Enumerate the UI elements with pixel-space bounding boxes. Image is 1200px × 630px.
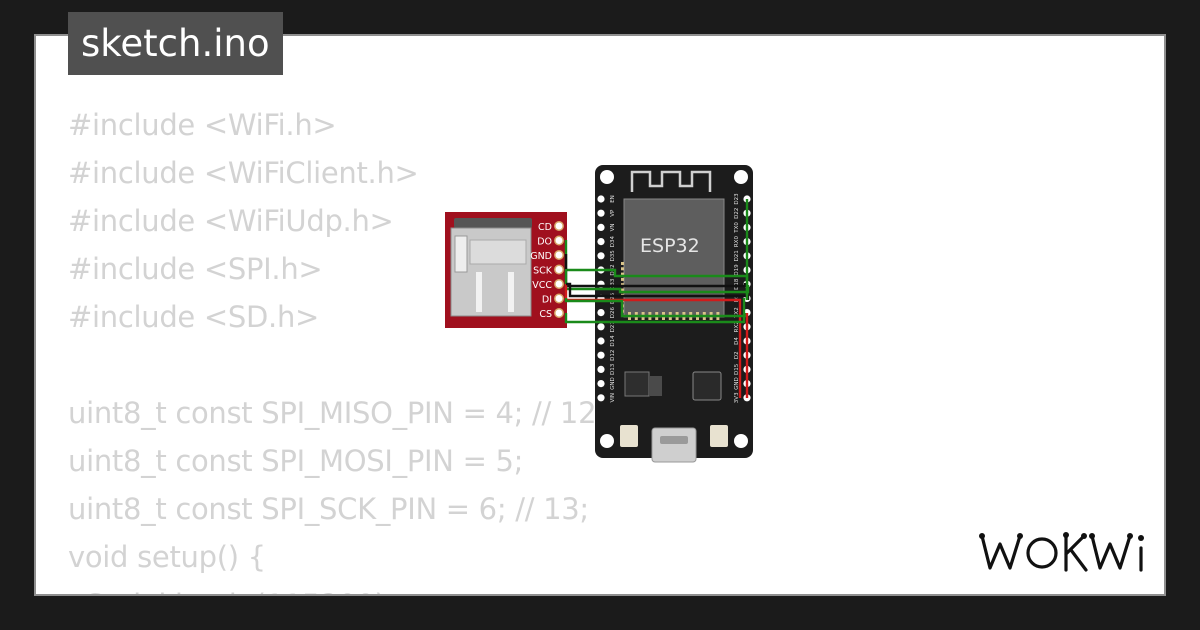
esp32-pin-vp[interactable] — [597, 209, 605, 217]
esp32-label: ESP32 — [640, 235, 700, 257]
module-pad — [621, 272, 624, 276]
esp32-pin-d26[interactable] — [597, 309, 605, 317]
esp32-pin-vn[interactable] — [597, 223, 605, 231]
module-pad — [621, 288, 624, 292]
usb-port-slot — [660, 436, 688, 444]
code-line: uint8_t const SPI_MOSI_PIN = 5; — [68, 444, 524, 478]
esp32-pin-label: D13 — [610, 363, 616, 375]
mount-hole — [734, 434, 748, 448]
module-pad — [621, 262, 624, 265]
esp32-pin-d27[interactable] — [597, 323, 605, 331]
esp32-pin-label: TX2 — [734, 307, 740, 319]
sd-contact — [476, 272, 482, 312]
esp32-pin-label: VP — [610, 209, 616, 217]
sd-pin-di[interactable] — [554, 293, 564, 304]
usb-chip — [692, 371, 722, 401]
sd-pin-label: DI — [542, 295, 552, 306]
esp32-pin-label: D19 — [734, 264, 740, 276]
esp32-board[interactable]: ESP32 ENVPVND34D35D32D33D25D26D27D14D12D… — [595, 165, 753, 463]
esp32-pin-label: TX0 — [734, 222, 740, 234]
sd-contact — [508, 272, 514, 312]
esp32-pin-label: D22 — [734, 208, 740, 219]
esp32-pin-label: D27 — [610, 321, 616, 333]
esp32-pin-d13[interactable] — [597, 365, 605, 373]
wifi-antenna-icon — [630, 170, 712, 192]
mount-hole — [734, 170, 748, 184]
esp32-pin-label: D4 — [734, 337, 740, 345]
sd-pin-label: CS — [539, 309, 552, 320]
code-line: #include <SPI.h> — [68, 252, 323, 286]
module-pad — [621, 283, 624, 287]
card-bottom-edge — [0, 596, 1200, 630]
esp32-pin-d14[interactable] — [597, 337, 605, 345]
esp32-pin-label: D34 — [610, 235, 616, 247]
code-line: uint8_t const SPI_MISO_PIN = 4; // 12; — [68, 396, 606, 430]
sd-pin-do[interactable] — [554, 235, 564, 246]
code-line: void setup() { — [68, 540, 266, 574]
sd-pin-vcc[interactable] — [554, 279, 564, 289]
usb-port-icon — [651, 427, 697, 463]
code-line: #include <WiFiUdp.h> — [68, 204, 394, 238]
sd-pin-cd[interactable] — [554, 221, 564, 231]
esp32-pin-label: D25 — [610, 292, 616, 304]
regulator-tab — [650, 376, 662, 396]
esp32-pin-label: D35 — [610, 250, 616, 262]
esp32-pin-label: D21 — [734, 250, 740, 261]
file-name-tab[interactable]: sketch.ino — [68, 12, 283, 75]
esp32-pin-d12[interactable] — [597, 351, 605, 359]
esp32-pin-label: RX2 — [734, 321, 740, 332]
code-line: #include <WiFiClient.h> — [68, 156, 419, 190]
voltage-regulator — [624, 371, 650, 397]
sd-pin-gnd[interactable] — [554, 250, 564, 260]
esp32-pin-label: D33 — [610, 278, 616, 290]
sd-pin-label: GND — [530, 251, 552, 262]
esp32-pin-label: VN — [610, 223, 616, 231]
esp32-pin-gnd[interactable] — [597, 380, 605, 388]
esp32-pin-label: VIN — [610, 393, 616, 403]
sd-card — [469, 239, 527, 265]
mount-hole — [600, 434, 614, 448]
esp32-pin-label: D14 — [610, 335, 616, 347]
code-line: #include <WiFi.h> — [68, 108, 337, 142]
esp32-pin-label: GND — [734, 377, 740, 390]
card-border-bottom — [34, 594, 1166, 596]
sd-slot-top — [454, 218, 532, 228]
wires[interactable] — [564, 199, 750, 398]
esp32-pin-d35[interactable] — [597, 252, 605, 260]
code-line: uint8_t const SPI_SCK_PIN = 6; // 13; — [68, 492, 589, 526]
mount-hole — [600, 170, 614, 184]
sd-pin-label: VCC — [532, 280, 552, 291]
sd-pin-label: CD — [538, 222, 552, 233]
esp32-pin-vin[interactable] — [597, 394, 605, 402]
esp32-pin-d34[interactable] — [597, 238, 605, 246]
button-icon — [620, 425, 638, 447]
esp32-pin-label: RX0 — [734, 236, 740, 248]
esp32-module-shield — [623, 198, 725, 318]
code-line: #include <SD.h> — [68, 300, 320, 334]
esp32-pin-label: D15 — [734, 363, 740, 375]
esp32-pin-label: D2 — [734, 351, 740, 359]
esp32-pin-en[interactable] — [597, 195, 605, 203]
esp32-pin-label: D26 — [610, 306, 616, 318]
module-pad — [621, 277, 624, 281]
sd-pin-label: SCK — [533, 266, 553, 277]
esp32-pin-label: GND — [610, 377, 616, 390]
esp32-pin-label: D23 — [734, 193, 740, 205]
sd-pin-label: DO — [537, 237, 552, 248]
esp32-pin-label: D18 — [734, 278, 740, 290]
esp32-pin-label: EN — [610, 195, 616, 203]
sd-pin-cs[interactable] — [554, 308, 564, 318]
esp32-pin-label: 3V3 — [734, 392, 740, 403]
wire-cs — [564, 298, 746, 324]
esp32-pin-label: D5 — [734, 294, 740, 302]
sd-slot-latch — [454, 235, 468, 273]
button-icon — [710, 425, 728, 447]
esp32-pin-label: D12 — [610, 350, 616, 361]
wire-vcc — [564, 284, 742, 398]
brand-logo-icon[interactable] — [978, 526, 1150, 576]
module-pad — [621, 267, 624, 271]
sd-card-module[interactable]: CD DO GND SCK VCC DI CS — [445, 212, 567, 328]
sd-pin-sck[interactable] — [554, 264, 564, 275]
